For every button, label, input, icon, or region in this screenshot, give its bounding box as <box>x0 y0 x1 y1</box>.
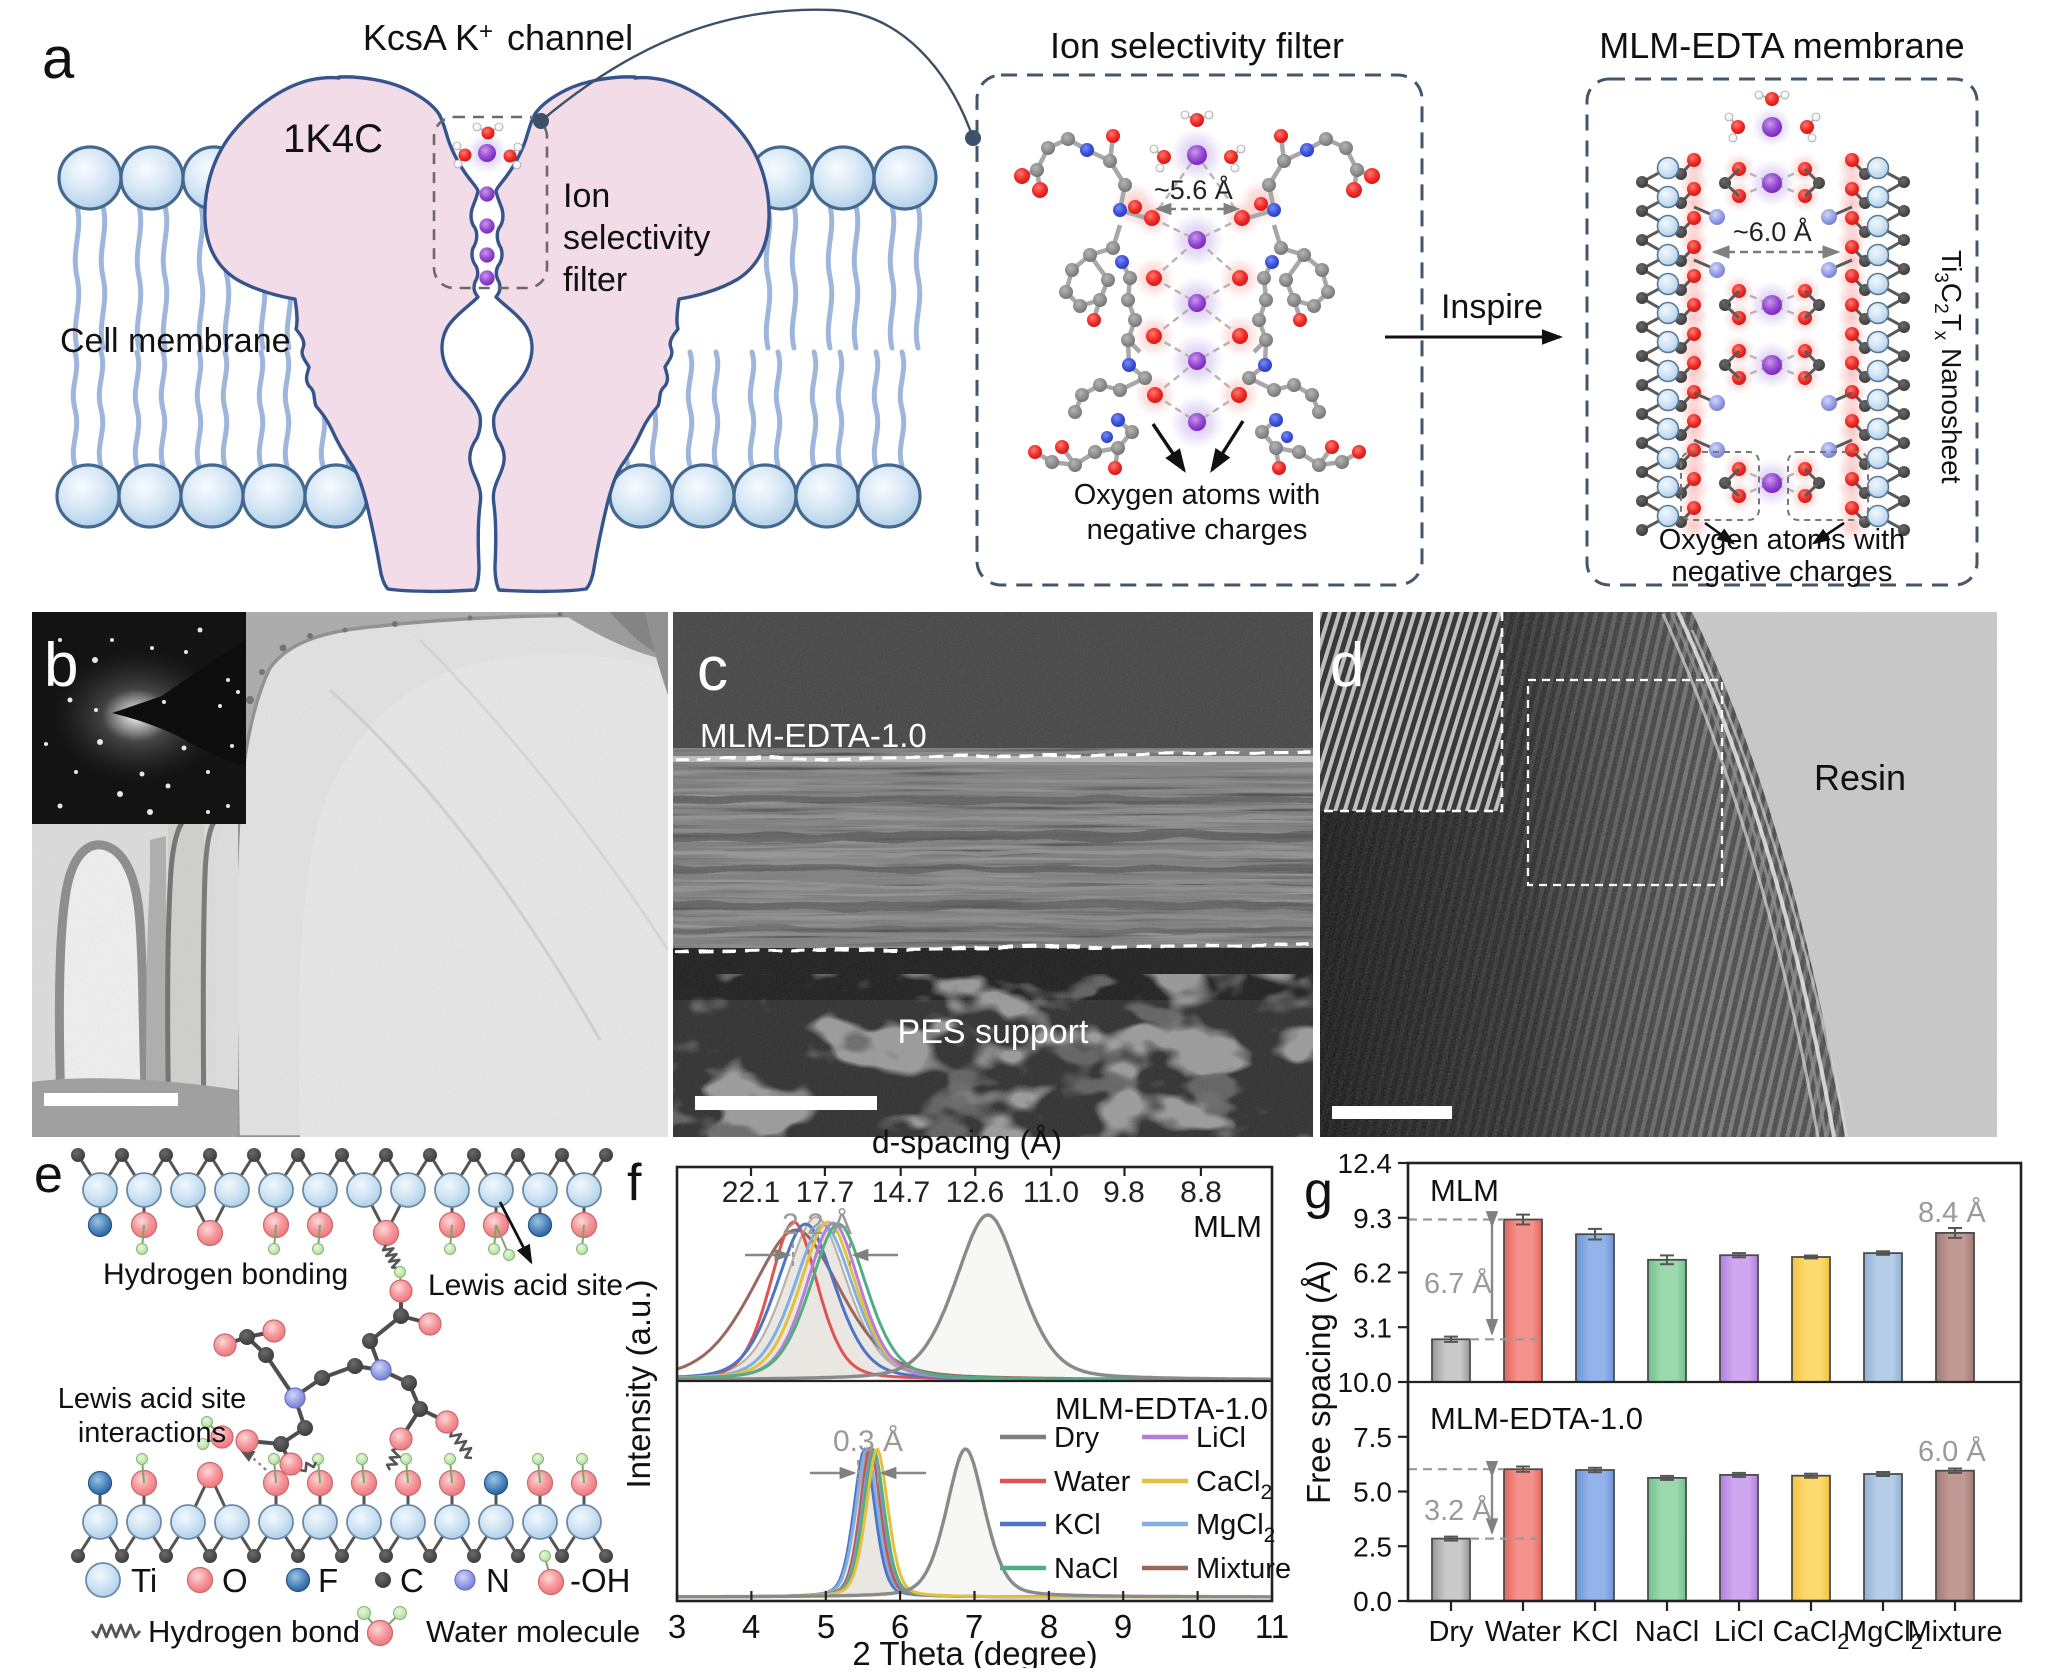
svg-text:2.5: 2.5 <box>1353 1531 1392 1562</box>
svg-text:Cell membrane: Cell membrane <box>60 322 291 360</box>
svg-text:MLM: MLM <box>1430 1173 1499 1208</box>
svg-text:d-spacing (Å): d-spacing (Å) <box>872 1124 1062 1160</box>
svg-text:2 Theta (degree): 2 Theta (degree) <box>852 1635 1097 1668</box>
svg-text:9.8: 9.8 <box>1103 1176 1145 1209</box>
svg-text:Lewis acid site: Lewis acid site <box>428 1269 623 1302</box>
svg-text:f: f <box>627 1154 642 1212</box>
svg-text:Mixture: Mixture <box>1196 1553 1291 1585</box>
svg-text:6.7 Å: 6.7 Å <box>1424 1267 1492 1300</box>
svg-text:Lewis acid site: Lewis acid site <box>58 1383 247 1415</box>
svg-text:12.6: 12.6 <box>946 1176 1004 1209</box>
svg-text:9.3: 9.3 <box>1353 1203 1392 1234</box>
svg-text:8.8: 8.8 <box>1180 1176 1222 1209</box>
svg-text:filter: filter <box>563 261 627 299</box>
svg-text:Ion selectivity filter: Ion selectivity filter <box>1050 25 1344 66</box>
svg-text:a: a <box>42 26 75 91</box>
svg-text:LiCl: LiCl <box>1196 1422 1246 1454</box>
svg-text:F: F <box>318 1562 338 1599</box>
svg-text:10: 10 <box>1180 1608 1217 1645</box>
svg-text:MLM-EDTA-1.0: MLM-EDTA-1.0 <box>1055 1391 1268 1426</box>
svg-text:6: 6 <box>891 1608 909 1645</box>
svg-text:NaCl: NaCl <box>1635 1616 1699 1648</box>
svg-text:~6.0 Å: ~6.0 Å <box>1733 216 1812 247</box>
svg-text:Hydrogen bond: Hydrogen bond <box>148 1614 360 1649</box>
svg-text:Ion: Ion <box>563 177 610 215</box>
svg-text:7.5: 7.5 <box>1353 1422 1392 1453</box>
svg-text:Oxygen atoms with: Oxygen atoms with <box>1659 524 1906 556</box>
svg-text:10.0: 10.0 <box>1338 1367 1393 1398</box>
svg-text:KcsA K+ channel: KcsA K+ channel <box>363 17 633 58</box>
svg-text:Hydrogen bonding: Hydrogen bonding <box>103 1258 348 1291</box>
svg-text:Oxygen atoms with: Oxygen atoms with <box>1074 479 1321 511</box>
svg-text:interactions: interactions <box>78 1417 226 1449</box>
svg-text:Intensity (a.u.): Intensity (a.u.) <box>620 1279 657 1488</box>
svg-text:11.0: 11.0 <box>1023 1176 1079 1209</box>
svg-text:Resin: Resin <box>1814 757 1906 798</box>
svg-text:1K4C: 1K4C <box>283 117 383 161</box>
svg-text:O: O <box>222 1562 248 1599</box>
svg-text:3.1: 3.1 <box>1353 1312 1392 1343</box>
svg-text:e: e <box>34 1146 63 1204</box>
svg-text:8: 8 <box>1040 1608 1058 1645</box>
svg-text:KCl: KCl <box>1572 1616 1619 1648</box>
svg-text:2.2 Å: 2.2 Å <box>782 1208 852 1241</box>
svg-text:~5.6 Å: ~5.6 Å <box>1154 174 1233 205</box>
svg-text:6.2: 6.2 <box>1353 1258 1392 1289</box>
svg-text:0.3 Å: 0.3 Å <box>833 1425 903 1458</box>
svg-text:9: 9 <box>1114 1608 1132 1645</box>
svg-text:3: 3 <box>668 1608 686 1645</box>
svg-text:12.4: 12.4 <box>1338 1148 1393 1179</box>
svg-text:MLM: MLM <box>1193 1209 1262 1244</box>
svg-text:MLM-EDTA-1.0: MLM-EDTA-1.0 <box>700 717 927 754</box>
svg-text:Water: Water <box>1054 1466 1131 1498</box>
svg-text:c: c <box>697 635 728 704</box>
svg-text:Inspire: Inspire <box>1441 288 1543 326</box>
svg-text:-OH: -OH <box>570 1562 631 1599</box>
svg-text:negative charges: negative charges <box>1672 556 1893 588</box>
svg-text:NaCl: NaCl <box>1054 1553 1118 1585</box>
svg-text:17.7: 17.7 <box>796 1176 854 1209</box>
svg-text:C: C <box>400 1562 424 1599</box>
svg-text:negative charges: negative charges <box>1087 514 1308 546</box>
svg-text:CaCl2: CaCl2 <box>1773 1616 1850 1654</box>
svg-text:MLM-EDTA-1.0: MLM-EDTA-1.0 <box>1430 1401 1643 1436</box>
svg-text:CaCl2: CaCl2 <box>1196 1466 1272 1504</box>
svg-text:7: 7 <box>965 1608 983 1645</box>
svg-text:Water molecule: Water molecule <box>426 1614 640 1649</box>
svg-text:PES support: PES support <box>898 1013 1089 1051</box>
svg-text:Ti3C2Tx Nanosheet: Ti3C2Tx Nanosheet <box>1930 250 1967 484</box>
svg-text:Free spacing (Å): Free spacing (Å) <box>1300 1260 1337 1504</box>
svg-text:d: d <box>1330 631 1364 700</box>
svg-text:0.0: 0.0 <box>1353 1586 1392 1617</box>
svg-text:b: b <box>44 631 78 700</box>
svg-text:3.2 Å: 3.2 Å <box>1424 1494 1492 1527</box>
svg-text:5.0: 5.0 <box>1353 1477 1392 1508</box>
svg-text:Dry: Dry <box>1054 1422 1100 1454</box>
svg-text:4: 4 <box>742 1608 760 1645</box>
svg-text:5: 5 <box>817 1608 835 1645</box>
svg-text:22.1: 22.1 <box>722 1176 780 1209</box>
svg-text:Mixture: Mixture <box>1907 1616 2002 1648</box>
svg-text:Water: Water <box>1485 1616 1562 1648</box>
svg-text:MgCl2: MgCl2 <box>1843 1616 1923 1654</box>
svg-text:KCl: KCl <box>1054 1509 1101 1541</box>
svg-text:14.7: 14.7 <box>872 1176 930 1209</box>
svg-text:selectivity: selectivity <box>563 219 710 257</box>
svg-text:8.4 Å: 8.4 Å <box>1918 1196 1986 1229</box>
svg-text:MLM-EDTA membrane: MLM-EDTA membrane <box>1599 25 1964 66</box>
svg-text:MgCl2: MgCl2 <box>1196 1509 1275 1547</box>
svg-text:11: 11 <box>1255 1608 1289 1645</box>
svg-text:LiCl: LiCl <box>1714 1616 1764 1648</box>
svg-text:g: g <box>1304 1162 1333 1220</box>
svg-text:Ti: Ti <box>131 1562 157 1599</box>
svg-text:Dry: Dry <box>1428 1616 1474 1648</box>
svg-text:N: N <box>486 1562 510 1599</box>
svg-text:6.0 Å: 6.0 Å <box>1918 1435 1986 1468</box>
